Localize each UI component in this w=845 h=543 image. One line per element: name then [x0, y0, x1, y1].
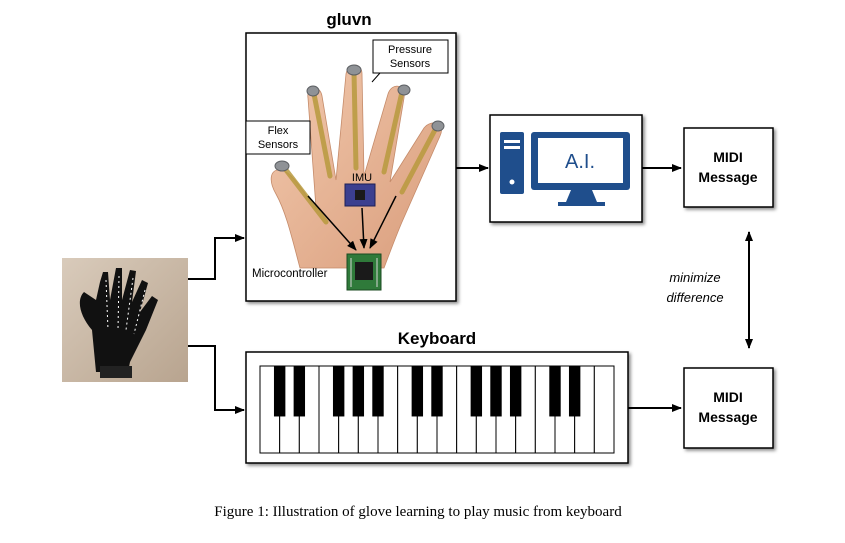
midi-message-top-box — [683, 127, 774, 208]
black-key — [431, 366, 443, 417]
figure-caption: Figure 1: Illustration of glove learning… — [214, 504, 622, 520]
microcontroller-chip-icon — [346, 253, 382, 291]
flex-sensor-strips — [283, 69, 439, 225]
imu-label: IMU — [352, 172, 372, 184]
microcontroller-label: Microcontroller — [252, 268, 328, 280]
pressure-sensors-label-line2: Sensors — [390, 58, 431, 70]
black-key — [372, 366, 384, 417]
black-key — [509, 366, 522, 417]
pressure-sensors-label-line1: Pressure — [388, 44, 432, 56]
ai-label: A.I. — [565, 151, 595, 173]
glove-photo — [62, 258, 188, 382]
arrow-photo-to-keyboard — [188, 345, 245, 414]
black-key — [549, 366, 561, 417]
arrow-finger-to-mcu — [369, 195, 397, 249]
midi-top-line1: MIDI — [713, 149, 743, 165]
minimize-line2: difference — [666, 290, 723, 305]
computer-icon: A.I. — [500, 132, 630, 206]
keyboard-title: Keyboard — [398, 329, 476, 348]
midi-bottom-line1: MIDI — [713, 389, 743, 405]
arrow-imu-to-mcu — [359, 207, 368, 249]
minimize-line1: minimize — [669, 270, 720, 285]
hand-illustration: IMU Microcontroller Pressure Sensors Fle… — [245, 39, 449, 291]
white-key — [593, 365, 615, 454]
arrow-flex-to-mcu — [307, 195, 357, 251]
black-key — [490, 366, 502, 417]
black-key — [332, 366, 345, 417]
black-key — [568, 366, 581, 417]
black-key — [273, 366, 286, 417]
midi-top-line2: Message — [698, 169, 757, 185]
black-key — [293, 366, 306, 417]
piano-keys — [259, 365, 615, 454]
midi-message-bottom-box — [683, 367, 774, 449]
flex-sensors-label-box — [245, 120, 311, 155]
pressure-sensors-label-box — [372, 39, 449, 74]
flex-sensors-label-line2: Sensors — [258, 139, 299, 151]
flex-sensors-label-line1: Flex — [268, 125, 289, 137]
black-key — [470, 366, 483, 417]
black-glove-icon — [79, 268, 158, 378]
black-key — [352, 366, 365, 417]
arrow-photo-to-gluvn — [188, 234, 245, 280]
gluvn-title: gluvn — [326, 10, 371, 29]
pressure-sensor-dots — [274, 64, 445, 172]
midi-bottom-line2: Message — [698, 409, 757, 425]
black-key — [411, 366, 424, 417]
